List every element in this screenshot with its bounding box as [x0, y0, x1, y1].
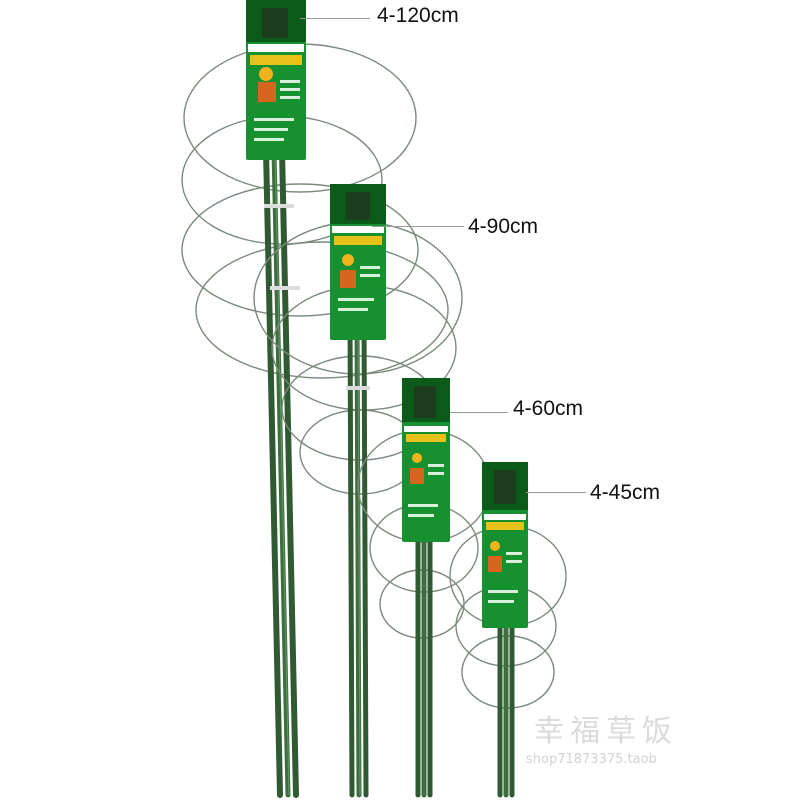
stake [361, 317, 369, 798]
stake [354, 317, 362, 798]
package-text [254, 138, 284, 141]
package-text [360, 266, 380, 269]
support-120cm [181, 0, 449, 798]
package-text [280, 80, 300, 83]
package-pot [340, 270, 356, 288]
package-text [488, 600, 514, 603]
package-flower [490, 541, 500, 551]
watermark-title: 幸福草饭 [534, 714, 678, 749]
size-label-90cm: 4-90cm [468, 215, 539, 238]
package-text [506, 560, 522, 563]
stake-highlight [357, 319, 361, 796]
package-strip [332, 226, 384, 233]
package-strip [484, 514, 526, 520]
size-label-60cm: 4-60cm [513, 397, 584, 420]
stake [279, 147, 299, 798]
stake [347, 317, 355, 798]
support-90cm [253, 184, 463, 798]
package-flower [412, 453, 422, 463]
package-text [254, 118, 294, 121]
package-stake-tops [262, 8, 288, 38]
package-text [280, 96, 300, 99]
package-text [488, 590, 518, 593]
package-text [408, 504, 438, 507]
stake [271, 147, 291, 798]
package-text [506, 552, 522, 555]
package-banner [250, 55, 302, 65]
package-text [360, 274, 380, 277]
package-stake-tops [346, 192, 370, 220]
package-banner [406, 434, 446, 442]
label-leader-line [300, 18, 370, 19]
package-stake-tops [494, 470, 516, 504]
stake [263, 147, 283, 798]
label-leader-line [450, 412, 508, 413]
package-flower [259, 67, 273, 81]
size-label-120cm: 4-120cm [377, 4, 459, 27]
support-60cm [357, 378, 491, 798]
package-stake-tops [414, 386, 436, 418]
package-text [280, 88, 300, 91]
stake-highlight [274, 149, 290, 796]
package-pot [258, 82, 276, 102]
watermark-url: shop71873375.taob [526, 752, 657, 767]
package-text [254, 128, 288, 131]
package-strip [404, 426, 448, 432]
package-text [408, 514, 434, 517]
tie [346, 386, 370, 390]
label-leader-line [372, 226, 464, 227]
package-flower [342, 254, 354, 266]
label-leader-line [526, 492, 586, 493]
package-pot [410, 468, 424, 484]
package-pot [488, 556, 502, 572]
package-banner [486, 522, 524, 530]
package-text [338, 298, 374, 301]
ring [195, 241, 449, 379]
shop-watermark: 幸福草饭 shop71873375.taob [526, 706, 716, 786]
ring [181, 183, 419, 317]
support-45cm [449, 462, 567, 798]
package-strip [248, 44, 304, 52]
package-text [428, 472, 444, 475]
tie [270, 286, 300, 290]
package-text [428, 464, 444, 467]
package-banner [334, 236, 382, 245]
package-text [338, 308, 368, 311]
size-label-45cm: 4-45cm [590, 481, 661, 504]
tie [264, 204, 294, 208]
